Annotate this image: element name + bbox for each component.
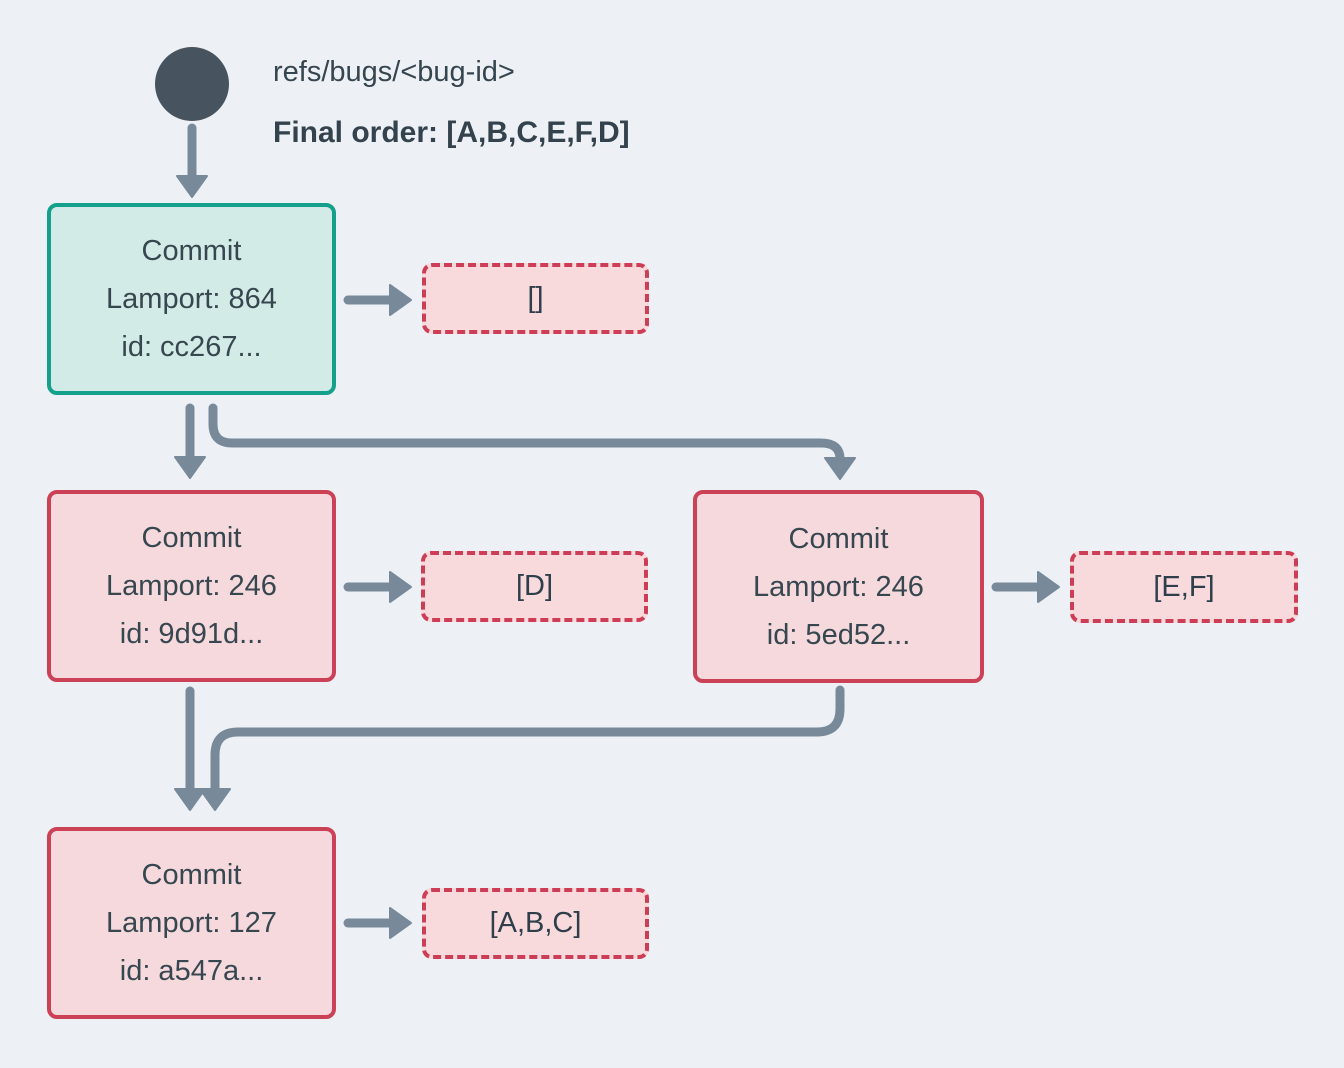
- arrow-head-commit-to-operations: [343, 284, 412, 316]
- commit-node-head: Commit Lamport: 864 id: cc267...: [47, 203, 336, 395]
- commit-id: id: 5ed52...: [766, 618, 911, 651]
- operations-node-right: [E,F]: [1070, 551, 1298, 623]
- commit-id: id: a547a...: [119, 955, 264, 987]
- commit-title: Commit: [141, 522, 242, 554]
- commit-node-left: Commit Lamport: 246 id: 9d91d...: [47, 490, 336, 682]
- arrow-right-commit-to-operations: [991, 571, 1060, 603]
- commit-node-right: Commit Lamport: 246 id: 5ed52...: [693, 490, 984, 683]
- arrow-head-to-left-commit: [174, 403, 206, 479]
- operations-node-left: [D]: [421, 551, 648, 622]
- final-order-label: Final order: [A,B,C,E,F,D]: [273, 116, 630, 149]
- commit-id: id: cc267...: [121, 331, 262, 363]
- commit-lamport: Lamport: 864: [106, 283, 277, 315]
- arrow-ref-to-head-commit: [176, 123, 208, 198]
- commit-title: Commit: [141, 235, 242, 267]
- arrow-left-commit-to-operations: [343, 571, 412, 603]
- branch-ref-node: [155, 47, 229, 121]
- commit-lamport: Lamport: 127: [106, 907, 277, 939]
- arrow-right-to-bottom-commit: [199, 685, 845, 811]
- commit-title: Commit: [788, 522, 889, 555]
- branch-ref-label: refs/bugs/<bug-id>: [273, 56, 515, 88]
- operations-node-bottom: [A,B,C]: [422, 888, 649, 959]
- operations-node-head: []: [422, 263, 649, 334]
- commit-node-bottom: Commit Lamport: 127 id: a547a...: [47, 827, 336, 1019]
- commit-title: Commit: [141, 859, 242, 891]
- commit-id: id: 9d91d...: [119, 618, 264, 650]
- arrow-head-to-right-commit: [208, 403, 856, 480]
- commit-lamport: Lamport: 246: [753, 570, 924, 603]
- commit-lamport: Lamport: 246: [106, 570, 277, 602]
- arrow-bottom-commit-to-operations: [343, 907, 412, 939]
- arrow-left-to-bottom-commit: [174, 686, 206, 811]
